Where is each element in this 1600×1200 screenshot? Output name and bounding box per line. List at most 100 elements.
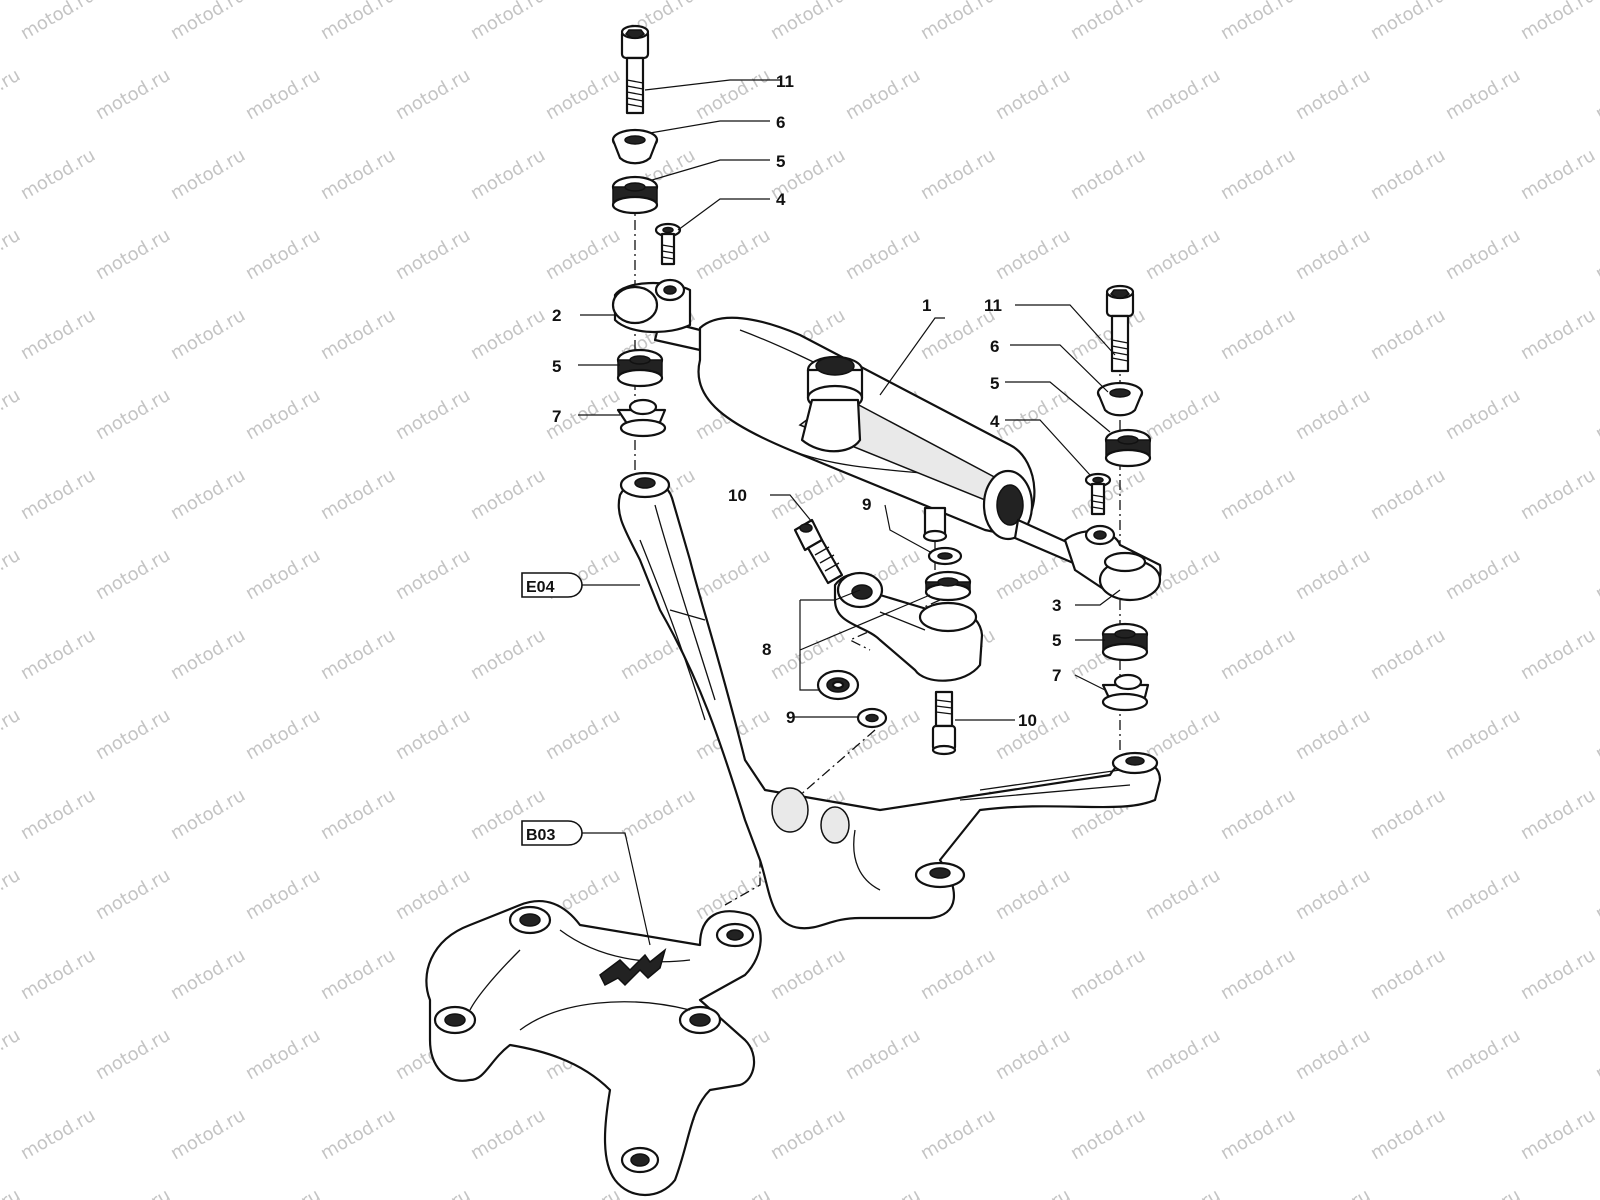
watermark-text: motod.ru [467, 145, 549, 204]
watermark-text: motod.ru [167, 785, 249, 844]
watermark-text: motod.ru [92, 705, 174, 764]
watermark-text: motod.ru [17, 1105, 99, 1164]
callout-9-lower: 9 [786, 708, 795, 727]
watermark-text: motod.ru [167, 465, 249, 524]
watermark-text: motod.ru [167, 625, 249, 684]
watermark-text: motod.ru [1367, 465, 1449, 524]
watermark-text: motod.ru [1367, 145, 1449, 204]
reference-e04-label: E04 [526, 579, 555, 596]
watermark-text: motod.ru [842, 225, 924, 284]
leader-lines [575, 79, 1121, 946]
watermark-text: motod.ru [317, 145, 399, 204]
watermark-text: motod.ru [1517, 1105, 1599, 1164]
watermark-text: motod.ru [767, 1105, 849, 1164]
watermark-text: motod.ru [317, 945, 399, 1004]
watermark-text: motod.ru [1142, 1185, 1224, 1200]
watermark-text: motod.ru [1592, 225, 1600, 284]
watermark-text: motod.ru [542, 705, 624, 764]
washer-lower [856, 707, 888, 729]
watermark-text: motod.ru [1517, 465, 1599, 524]
watermark-text: motod.ru [542, 225, 624, 284]
watermark-text: motod.ru [242, 65, 324, 124]
watermark-text: motod.ru [392, 545, 474, 604]
watermark-text: motod.ru [1442, 225, 1524, 284]
top-clamp [425, 900, 762, 1196]
watermark-text: motod.ru [467, 465, 549, 524]
watermark-text: motod.ru [392, 1185, 474, 1200]
bolt-bracket-upper [793, 518, 844, 585]
watermark-text: motod.ru [1142, 865, 1224, 924]
watermark-text: motod.ru [242, 385, 324, 444]
watermark-text: motod.ru [1217, 305, 1299, 364]
reference-tag-b03: B03 [521, 820, 583, 846]
watermark-text: motod.ru [692, 65, 774, 124]
bearing-bracket-lower [816, 669, 860, 701]
watermark-text: motod.ru [317, 1105, 399, 1164]
watermark-text: motod.ru [1292, 1025, 1374, 1084]
callout-4-left: 4 [776, 190, 786, 209]
callout-9-upper: 9 [862, 495, 871, 514]
watermark-text: motod.ru [0, 1025, 24, 1084]
watermark-text: motod.ru [917, 945, 999, 1004]
watermark-text: motod.ru [242, 225, 324, 284]
watermark-text: motod.ru [917, 145, 999, 204]
watermark-text: motod.ru [542, 65, 624, 124]
watermark-text: motod.ru [92, 225, 174, 284]
watermark-text: motod.ru [1367, 625, 1449, 684]
reference-b03-label: B03 [526, 827, 555, 844]
bearing-left-bottom [616, 348, 664, 388]
watermark-text: motod.ru [1217, 0, 1299, 44]
callout-7-right: 7 [1052, 666, 1061, 685]
callout-1: 1 [922, 296, 931, 315]
watermark-text: motod.ru [1292, 385, 1374, 444]
watermark-text: motod.ru [1517, 945, 1599, 1004]
watermark-text: motod.ru [0, 545, 24, 604]
bushing-right [1101, 673, 1150, 712]
watermark-text: motod.ru [92, 1025, 174, 1084]
bolt-left [620, 24, 650, 115]
watermark-text: motod.ru [1442, 65, 1524, 124]
watermark-text: motod.ru [1367, 305, 1449, 364]
callout-10-upper: 10 [728, 486, 747, 505]
watermark-text: motod.ru [1142, 65, 1224, 124]
watermark-text: motod.ru [1442, 1185, 1524, 1200]
callout-5-right-bottom: 5 [1052, 631, 1061, 650]
bearing-right-top [1104, 428, 1152, 468]
watermark-text: motod.ru [1592, 545, 1600, 604]
watermark-text: motod.ru [0, 865, 24, 924]
watermark-text: motod.ru [1142, 225, 1224, 284]
watermark-text: motod.ru [1217, 1105, 1299, 1164]
watermark-text: motod.ru [767, 945, 849, 1004]
mv-logo: MV [599, 947, 667, 987]
watermark-text: motod.ru [1517, 785, 1599, 844]
watermark-text: motod.ru [92, 1185, 174, 1200]
watermark-text: motod.ru [167, 145, 249, 204]
watermark-text: motod.ru [1442, 1025, 1524, 1084]
watermark-text: motod.ru [1367, 785, 1449, 844]
watermark-text: motod.ru [1517, 145, 1599, 204]
watermark-text: motod.ru [92, 865, 174, 924]
watermark-text: motod.ru [392, 705, 474, 764]
watermark-text: motod.ru [392, 65, 474, 124]
rod-end-left [611, 278, 692, 333]
rod-end-right [1063, 524, 1162, 602]
watermark-text: motod.ru [167, 0, 249, 44]
watermark-text: motod.ru [317, 305, 399, 364]
callout-7-left: 7 [552, 407, 561, 426]
watermark-text: motod.ru [242, 705, 324, 764]
washer-upper [927, 546, 963, 566]
watermark-text: motod.ru [992, 225, 1074, 284]
watermark-text: motod.ru [1217, 945, 1299, 1004]
watermark-text: motod.ru [1292, 705, 1374, 764]
watermark-text: motod.ru [692, 225, 774, 284]
watermark-text: motod.ru [1517, 305, 1599, 364]
watermark-text: motod.ru [1067, 0, 1149, 44]
watermark-text: motod.ru [242, 865, 324, 924]
callout-11-right: 11 [984, 296, 1002, 315]
watermark-text: motod.ru [1217, 465, 1299, 524]
bushing-left [616, 398, 667, 438]
watermark-text: motod.ru [767, 0, 849, 44]
watermark-text: motod.ru [1442, 545, 1524, 604]
watermark-text: motod.ru [167, 1105, 249, 1164]
watermark-text: motod.ru [1292, 225, 1374, 284]
